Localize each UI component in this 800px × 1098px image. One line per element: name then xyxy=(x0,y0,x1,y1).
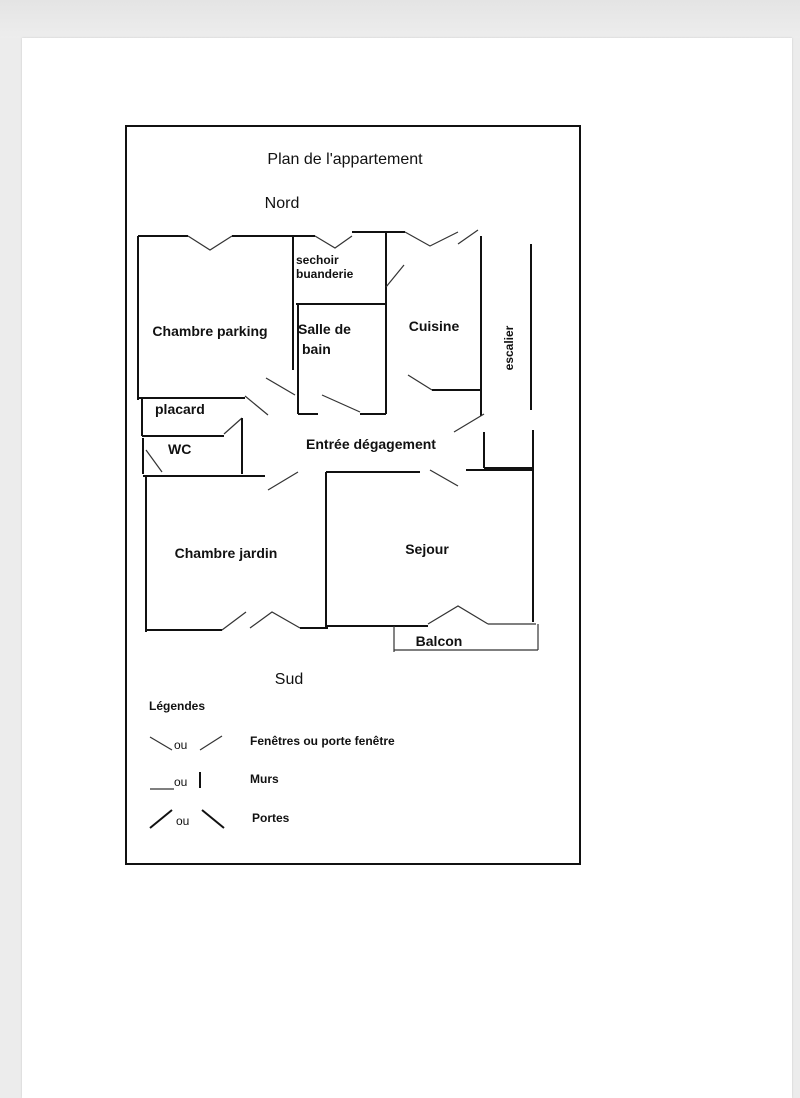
label-wc: WC xyxy=(168,441,191,457)
label-buanderie: buanderie xyxy=(296,267,354,281)
label-chambre-parking: Chambre parking xyxy=(152,323,267,339)
north-wall xyxy=(138,229,479,251)
label-sechoir: sechoir xyxy=(296,253,339,267)
chambre-jardin-walls xyxy=(145,472,328,632)
frame-border xyxy=(125,125,581,865)
label-placard: placard xyxy=(155,401,205,417)
escalier-walls xyxy=(483,244,534,622)
legend-doors-text: Portes xyxy=(252,811,290,825)
legend-title: Légendes xyxy=(149,699,205,713)
legend-ou-3: ou xyxy=(176,814,189,828)
plan-title: Plan de l'appartement xyxy=(267,151,423,168)
corridor-south-wall xyxy=(143,469,533,491)
legend-walls-text: Murs xyxy=(250,772,279,786)
north-label: Nord xyxy=(265,195,300,212)
south-label: Sud xyxy=(275,671,303,688)
sejour-balcon-walls xyxy=(326,605,539,652)
legend-ou-1: ou xyxy=(174,738,187,752)
label-entree: Entrée dégagement xyxy=(306,436,436,452)
legend-walls: ou Murs xyxy=(150,772,279,790)
wet-rooms-walls xyxy=(296,232,485,433)
paper-sheet xyxy=(22,38,792,1098)
placard-wc-walls xyxy=(141,398,243,474)
label-escalier: escalier xyxy=(502,325,516,370)
chambre-parking-walls xyxy=(137,236,296,416)
label-balcon: Balcon xyxy=(416,633,463,649)
legend-windows-text: Fenêtres ou porte fenêtre xyxy=(250,734,395,748)
label-bain: bain xyxy=(302,341,331,357)
legend-ou-2: ou xyxy=(174,775,187,789)
legend-doors: ou Portes xyxy=(149,809,290,829)
label-cuisine: Cuisine xyxy=(409,318,460,334)
label-chambre-jardin: Chambre jardin xyxy=(175,545,278,561)
legend-windows: ou Fenêtres ou porte fenêtre xyxy=(149,734,395,752)
scan-background xyxy=(0,0,800,38)
label-salle-de: Salle de xyxy=(298,321,351,337)
label-sejour: Sejour xyxy=(405,541,449,557)
